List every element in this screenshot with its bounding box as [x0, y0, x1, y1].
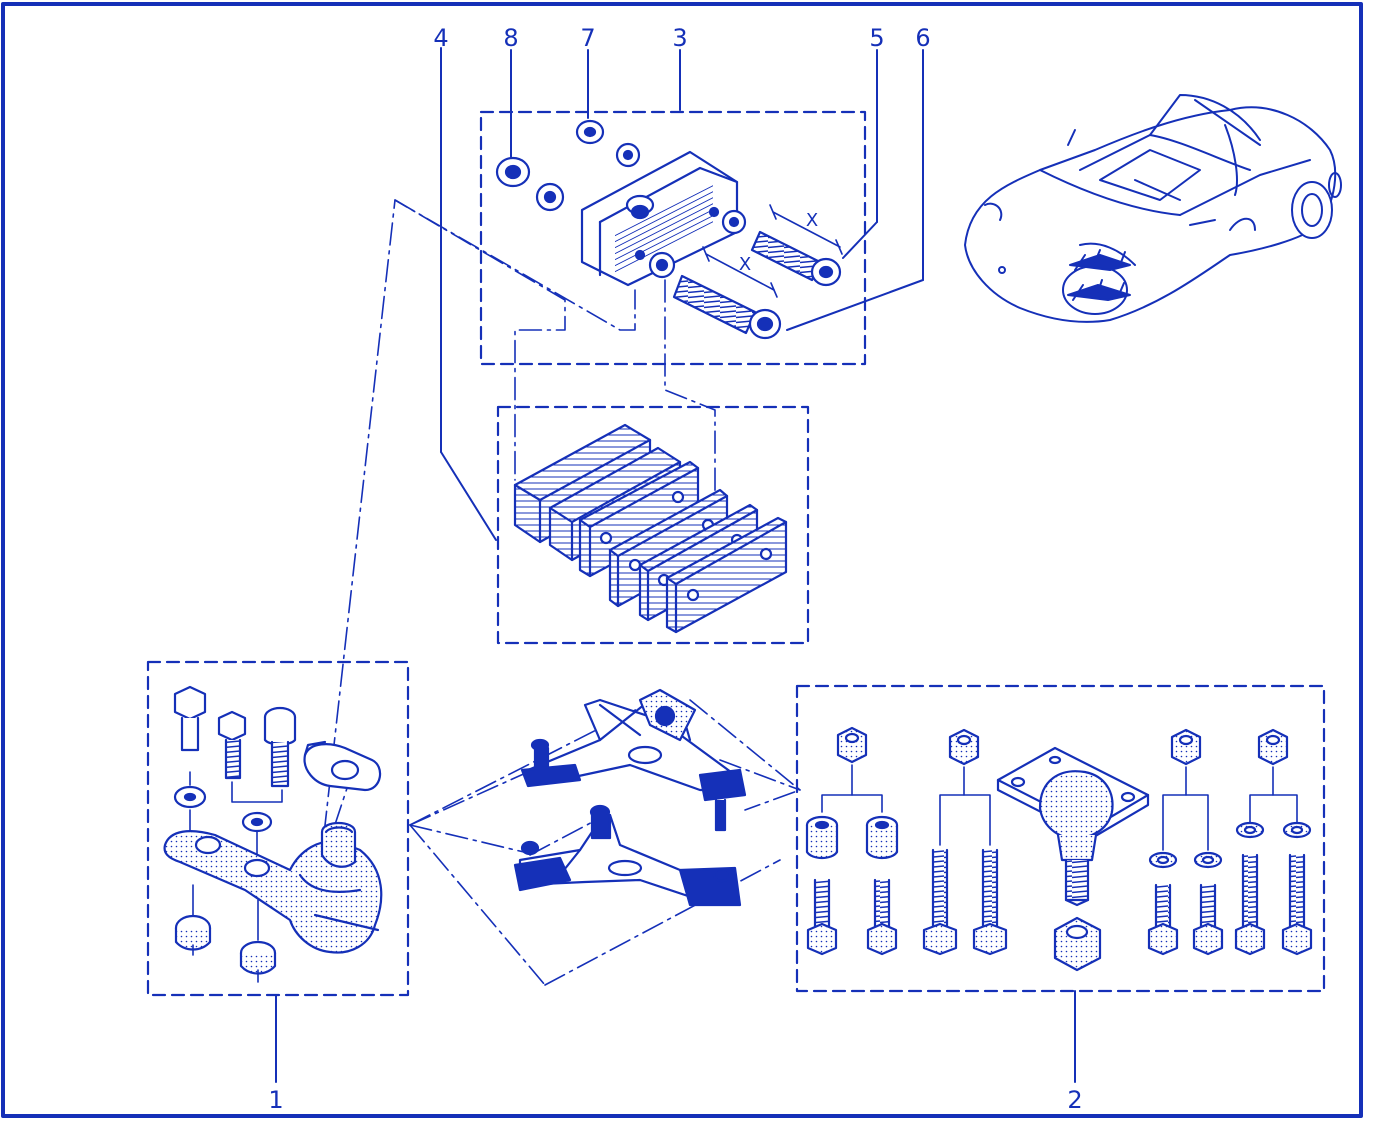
callout-8: 8: [503, 24, 518, 52]
bolt: [1281, 853, 1313, 956]
washer: [615, 142, 641, 168]
bolt: [1192, 883, 1224, 956]
washer: [1282, 821, 1312, 839]
nut: [836, 726, 868, 764]
washer: [1148, 851, 1178, 869]
spacer: [805, 815, 839, 860]
dimension-label-x: X: [739, 254, 751, 275]
car-illustration: [964, 94, 1342, 323]
bolt: [1234, 853, 1266, 956]
hardware-kit-2: [805, 726, 1313, 972]
frame: [1, 2, 1363, 1118]
ball-joint: [996, 746, 1150, 907]
suspension-arms: [513, 688, 747, 907]
bolt-5: [750, 230, 842, 287]
lock-plate: [303, 740, 382, 792]
bolt: [972, 848, 1008, 956]
shim-plates-4: [513, 423, 788, 634]
nut: [1257, 728, 1289, 766]
callout-6: 6: [915, 24, 930, 52]
nut: [1053, 916, 1102, 972]
washer: [1193, 851, 1223, 869]
callout-2: 2: [1067, 1086, 1082, 1114]
shim-plate: [665, 516, 788, 634]
spacer: [865, 815, 899, 860]
socket-bolt: [263, 706, 297, 788]
group-box-3: [479, 110, 867, 366]
callout-5: 5: [869, 24, 884, 52]
nut: [1170, 728, 1202, 766]
bolt: [922, 848, 958, 956]
washer: [535, 182, 565, 212]
dimension-x: [702, 204, 843, 298]
group-box-4: [496, 405, 810, 645]
hex-bolt: [217, 710, 247, 780]
hex-bolt: [173, 685, 207, 752]
bolt: [1147, 883, 1179, 956]
washer: [1235, 821, 1265, 839]
leader-lines: [275, 47, 1076, 1083]
dimension-label-x: X: [806, 210, 818, 231]
bolt: [806, 878, 838, 956]
callout-7: 7: [580, 24, 595, 52]
callout-3: 3: [672, 24, 687, 52]
group-box-1: [146, 660, 410, 997]
clamp-assembly-3: [495, 119, 843, 340]
group-box-2: [795, 684, 1326, 993]
nut: [948, 728, 980, 766]
bolt: [866, 878, 898, 956]
bolt-6: [672, 274, 782, 340]
callout-1: 1: [268, 1086, 283, 1114]
ball-joint-kit-1: [163, 685, 383, 983]
callout-4: 4: [433, 24, 448, 52]
